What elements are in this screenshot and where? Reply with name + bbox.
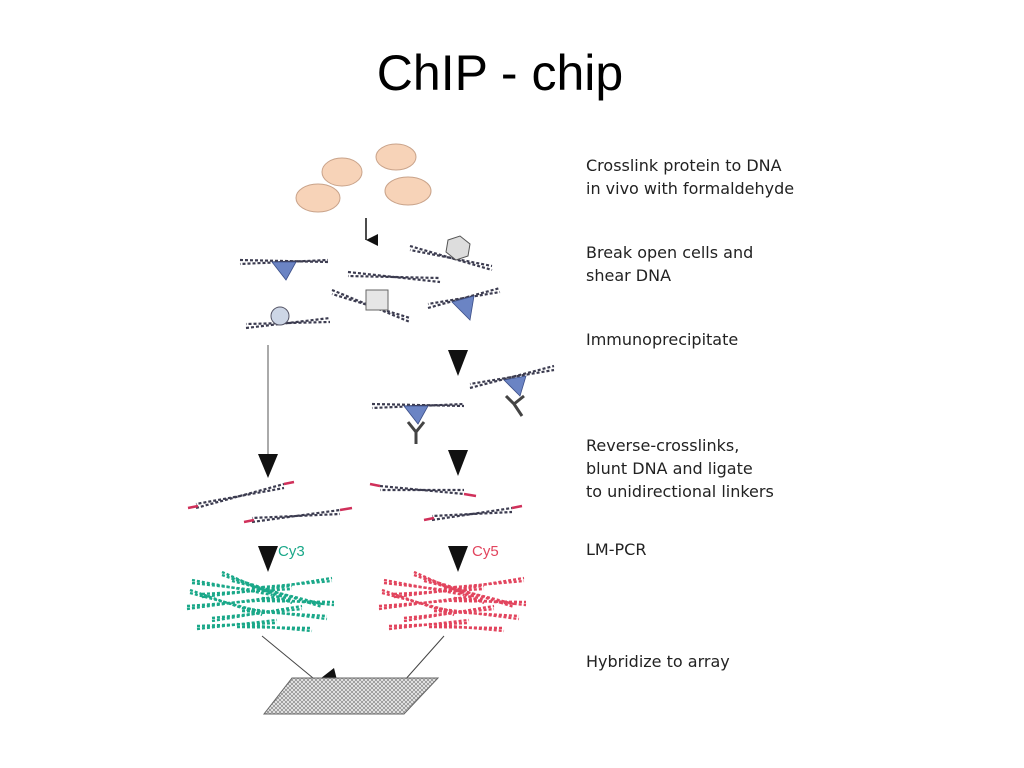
arrowhead xyxy=(258,454,278,478)
step-lm-pcr-label: LM-PCR xyxy=(586,540,647,559)
microarray-slide xyxy=(262,677,440,715)
amplified-dna-strand xyxy=(261,599,335,604)
step-hybridize-label: Hybridize to array xyxy=(586,652,730,671)
arrowhead xyxy=(448,350,468,376)
immunoprecipitated-complexes xyxy=(371,364,555,444)
amplified-dna-strand xyxy=(443,576,525,593)
amplified-dna-strand xyxy=(189,591,263,614)
protein-triangle xyxy=(503,375,527,397)
cell xyxy=(384,176,432,206)
amplified-dna-strand xyxy=(378,594,475,611)
protein-triangle xyxy=(451,295,475,321)
amplified-dna-strand xyxy=(453,599,527,604)
amplified-dna-strand xyxy=(433,609,520,618)
amplified-dna-strand xyxy=(221,570,293,605)
slide-title: ChIP - chip xyxy=(376,45,624,101)
yeast-cells xyxy=(295,143,432,213)
amplified-dna-strand xyxy=(236,625,313,630)
amplified-dna-strand xyxy=(221,573,293,602)
amplified-dna-strand xyxy=(189,588,263,617)
linker-ligated-fragments xyxy=(187,480,523,524)
chip-workflow-diagram: Cy3 Cy5 xyxy=(186,143,555,715)
arrowhead xyxy=(448,546,468,572)
sheared-dna-fragments xyxy=(239,235,501,330)
antibody-icon xyxy=(504,394,525,417)
cy3-amplified-dna xyxy=(186,570,335,633)
cell xyxy=(295,183,341,213)
cy3-label: Cy3 xyxy=(278,543,305,560)
cy5-amplified-dna xyxy=(378,570,527,633)
step-shear-label: Break open cells and shear DNA xyxy=(586,243,754,285)
amplified-dna-strand xyxy=(413,570,485,605)
amplified-dna-strand xyxy=(413,573,485,602)
amplified-dna-strand xyxy=(381,591,455,614)
protein-hexagon xyxy=(445,235,471,261)
arrowhead xyxy=(448,450,468,476)
protein-triangle xyxy=(271,261,297,281)
amplified-dna-strand xyxy=(186,594,283,611)
amplified-dna-strand xyxy=(428,625,505,630)
arrowhead xyxy=(258,546,278,572)
amplified-dna-strand xyxy=(241,609,328,618)
step-immunoprecipitate-label: Immunoprecipitate xyxy=(586,330,739,349)
protein-circle xyxy=(270,306,290,326)
antibody-icon xyxy=(406,421,426,444)
amplified-dna-strand xyxy=(251,576,333,593)
amplified-dna-strand xyxy=(381,588,455,617)
cell xyxy=(375,143,417,171)
cell xyxy=(321,157,363,187)
cy5-label: Cy5 xyxy=(472,543,499,560)
step-reverse-crosslink-label: Reverse-crosslinks, blunt DNA and ligate… xyxy=(586,436,774,501)
protein-square xyxy=(365,289,389,311)
step-crosslink-label: Crosslink protein to DNA in vivo with fo… xyxy=(586,156,795,198)
protein-triangle xyxy=(403,405,429,425)
